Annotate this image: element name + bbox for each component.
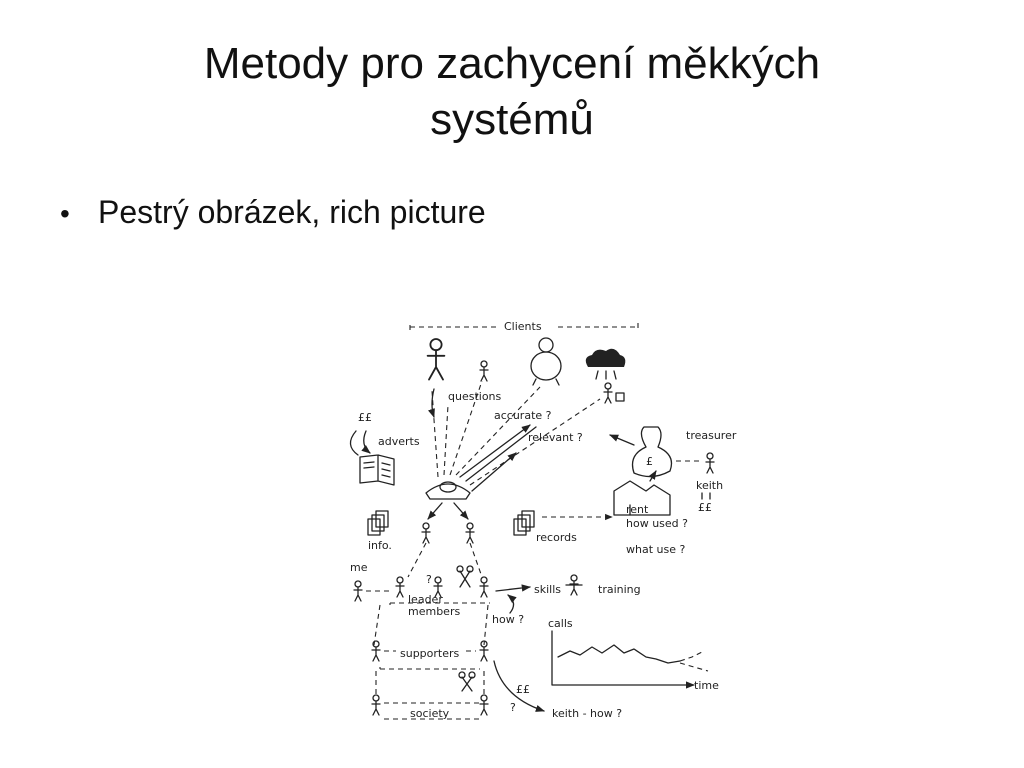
label-society: society xyxy=(410,707,450,720)
operator-figure-1-icon xyxy=(421,522,431,544)
scissors-icon-2 xyxy=(458,671,476,692)
label-accurate: accurate ? xyxy=(494,409,552,422)
label-rent: rent xyxy=(626,503,649,516)
label-keith: keith xyxy=(696,479,723,492)
calls-trend-line xyxy=(557,644,681,664)
documents-icon-records xyxy=(513,510,535,536)
documents-icon-info xyxy=(367,510,389,536)
society-figure-2-icon xyxy=(479,694,489,716)
scissors-icon xyxy=(456,565,474,588)
label-questions: questions xyxy=(448,390,502,403)
label-clients: Clients xyxy=(504,320,542,333)
label-pounds-top: ££ xyxy=(358,411,372,424)
label-treasurer: treasurer xyxy=(686,429,737,442)
member-figure-3-icon xyxy=(479,576,489,598)
bullet-dot-icon: • xyxy=(60,198,70,229)
label-adverts: adverts xyxy=(378,435,420,448)
label-skills: skills xyxy=(534,583,561,596)
money-bag-icon: £ xyxy=(631,426,673,478)
operator-figure-2-icon xyxy=(465,522,475,544)
supporter-figure-1-icon xyxy=(371,640,381,662)
label-pounds-bottom: ££ xyxy=(516,683,530,696)
slide-title-line2: systémů xyxy=(430,95,594,144)
bullet-text: Pestrý obrázek, rich picture xyxy=(98,194,486,230)
label-supporters: supporters xyxy=(400,647,460,660)
label-how-used: how used ? xyxy=(626,517,688,530)
label-question-mark: ? xyxy=(426,573,432,586)
label-members: members xyxy=(408,605,460,618)
label-info: info. xyxy=(368,539,392,552)
label-keith-how: keith - how ? xyxy=(552,707,622,720)
label-leader: leader xyxy=(408,593,443,606)
label-question-bottom: ? xyxy=(510,701,516,714)
house-icon xyxy=(613,480,671,516)
bullet-item: • Pestrý obrázek, rich picture xyxy=(60,190,486,236)
treasurer-figure-icon xyxy=(705,452,715,474)
society-figure-1-icon xyxy=(371,694,381,716)
client-figure-fat-icon xyxy=(530,337,562,386)
telephone-icon xyxy=(425,481,471,500)
client-figure-1-icon xyxy=(426,338,446,381)
storm-cloud-icon xyxy=(585,348,626,404)
label-training: training xyxy=(598,583,641,596)
rich-picture-diagram: Clients questions accurate ? relevant ? … xyxy=(349,320,737,720)
label-relevant: relevant ? xyxy=(528,431,583,444)
label-time: time xyxy=(694,679,719,692)
bullet-list: • Pestrý obrázek, rich picture xyxy=(60,190,486,236)
newspaper-icon xyxy=(359,454,395,486)
svg-text:£: £ xyxy=(646,455,653,468)
slide-title-line1: Metody pro zachycení měkkých xyxy=(203,39,821,88)
slide-title: Metody pro zachycení měkkých systémů xyxy=(80,36,944,148)
me-figure-icon xyxy=(353,580,363,602)
client-figure-2-icon xyxy=(479,360,489,382)
label-pounds-keith: ££ xyxy=(698,501,712,514)
member-figure-1-icon xyxy=(395,576,405,598)
label-how: how ? xyxy=(492,613,524,626)
clients-bracket xyxy=(409,323,639,331)
label-me: me xyxy=(350,561,368,574)
label-what-use: what use ? xyxy=(626,543,685,556)
label-records: records xyxy=(536,531,577,544)
label-calls: calls xyxy=(548,617,573,630)
